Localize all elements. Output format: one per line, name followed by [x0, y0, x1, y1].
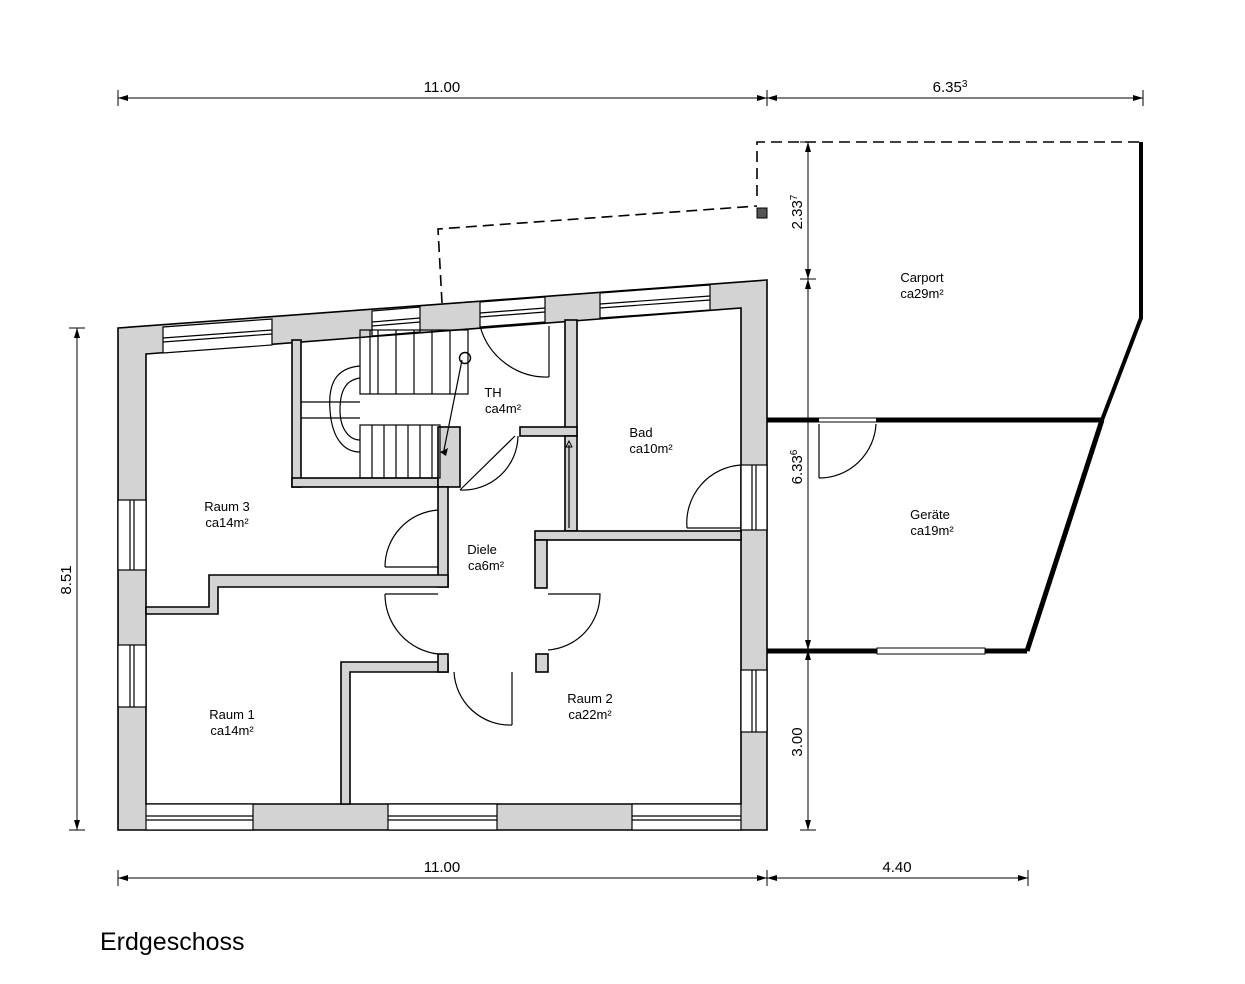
- dim-bottom-right: 4.40: [882, 859, 911, 876]
- room-raum1-name: Raum 1: [209, 707, 255, 722]
- windows: [117, 284, 768, 831]
- dimension-left: [69, 327, 85, 831]
- room-bad: Bad ca10m²: [629, 425, 673, 456]
- plan-title: Erdgeschoss: [100, 928, 245, 956]
- room-raum1-area: ca14m²: [210, 723, 254, 738]
- dim-carport-depth: 2.337: [789, 194, 806, 229]
- room-diele-name: Diele: [467, 542, 497, 557]
- room-carport-name: Carport: [900, 270, 944, 285]
- room-raum3-area: ca14m²: [205, 515, 249, 530]
- staircase: [301, 329, 472, 479]
- room-raum2-area: ca22m²: [568, 707, 612, 722]
- interior-walls: [145, 319, 742, 805]
- room-raum2: Raum 2 ca22m²: [567, 691, 613, 722]
- room-th: TH ca4m²: [484, 385, 521, 416]
- dimension-bottom: [117, 870, 1029, 886]
- dimension-top: [117, 90, 1144, 106]
- room-carport: Carport ca29m²: [900, 270, 944, 301]
- dim-top-right: 6.353: [933, 79, 968, 96]
- dim-top-left: 11.00: [424, 79, 460, 96]
- dim-left-height: 8.51: [58, 565, 75, 594]
- room-raum1: Raum 1 ca14m²: [209, 707, 255, 738]
- room-diele-area: ca6m²: [468, 558, 505, 573]
- room-diele: Diele ca6m²: [467, 542, 505, 573]
- dim-bottom-left: 11.00: [424, 859, 460, 876]
- room-geraete-name: Geräte: [910, 507, 950, 522]
- room-geraete-area: ca19m²: [910, 523, 954, 538]
- doors: [384, 325, 877, 726]
- room-raum3-name: Raum 3: [204, 499, 250, 514]
- dim-geraete-depth: 6.336: [789, 449, 806, 484]
- room-raum2-name: Raum 2: [567, 691, 613, 706]
- room-carport-area: ca29m²: [900, 286, 944, 301]
- dimension-right: [800, 141, 816, 831]
- room-th-name: TH: [484, 385, 501, 400]
- room-th-area: ca4m²: [485, 401, 522, 416]
- room-bad-area: ca10m²: [629, 441, 673, 456]
- room-raum3: Raum 3 ca14m²: [204, 499, 250, 530]
- room-bad-name: Bad: [629, 425, 652, 440]
- room-geraete: Geräte ca19m²: [910, 507, 954, 538]
- dim-lower-depth: 3.00: [789, 727, 806, 756]
- annex: [437, 141, 1143, 655]
